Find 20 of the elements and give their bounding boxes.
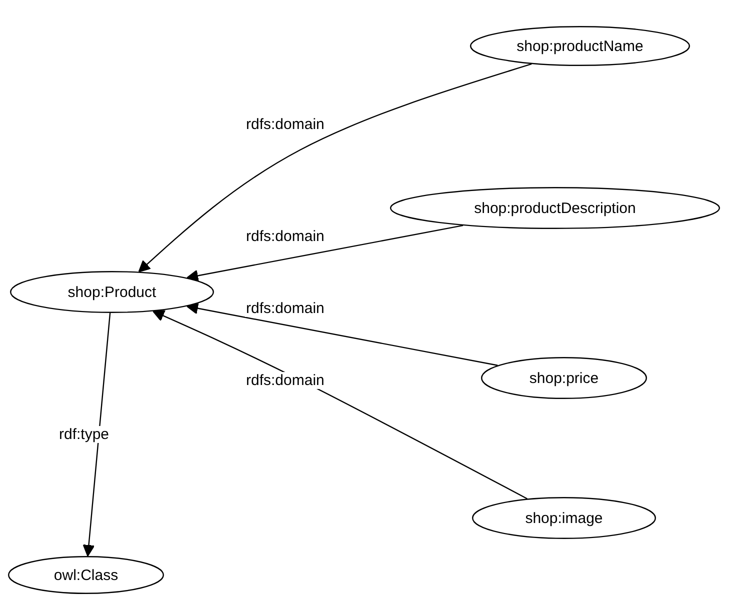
ellipse-node (8, 556, 164, 594)
node-label: shop:image (525, 510, 603, 526)
edge-label: rdf:type (58, 426, 110, 443)
arrow (138, 63, 532, 272)
edge-label: rdfs:domain (245, 372, 326, 389)
edge-label: rdfs:domain (245, 300, 326, 317)
ellipse-node (390, 187, 720, 229)
node-label: shop:productDescription (474, 200, 636, 216)
arrow (186, 302, 498, 366)
node-label: shop:price (529, 370, 599, 386)
arrow (186, 224, 464, 282)
node-label: owl:Class (54, 566, 118, 584)
ellipse-node (472, 497, 656, 539)
node-label: shop:productName (516, 38, 644, 54)
ellipse-node (481, 357, 647, 399)
ellipse-node (470, 26, 690, 66)
node-label: shop:Product (68, 284, 156, 300)
arrow (82, 312, 111, 557)
arrow (152, 310, 528, 500)
ellipse-node (10, 271, 214, 313)
